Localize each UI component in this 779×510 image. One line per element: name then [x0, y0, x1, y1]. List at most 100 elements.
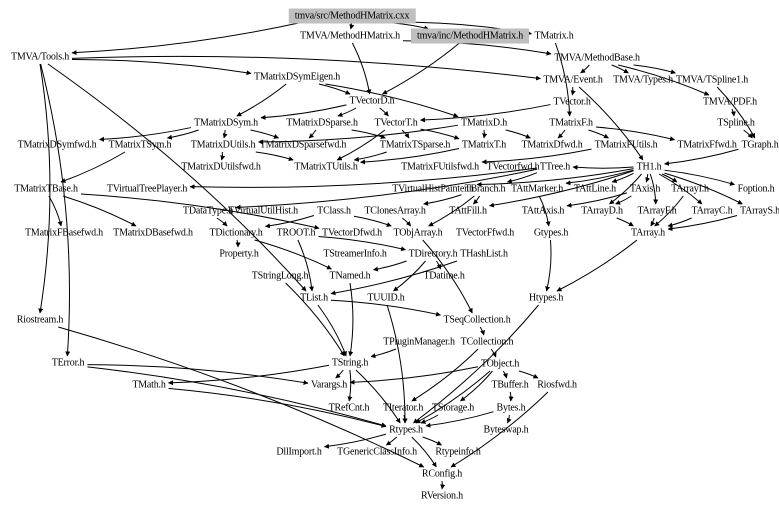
- node-inc[interactable]: tmva/inc/MethodHMatrix.h: [410, 28, 530, 44]
- edge-taxis-to-attaxis: [566, 192, 628, 208]
- node-vtreeplayer[interactable]: TVirtualTreePlayer.h: [106, 183, 188, 195]
- node-titerator[interactable]: TIterator.h: [382, 402, 424, 414]
- node-tdatatype[interactable]: TDataType.h: [182, 205, 234, 217]
- node-streamerinfo[interactable]: TStreamerInfo.h: [323, 248, 387, 260]
- node-bytes[interactable]: Bytes.h: [496, 402, 526, 414]
- node-trefcnt[interactable]: TRefCnt.h: [328, 402, 370, 414]
- node-tstorage[interactable]: TStorage.h: [431, 402, 475, 414]
- node-varargs[interactable]: Varargs.h: [310, 379, 348, 391]
- node-attfill[interactable]: TAttFill.h: [449, 205, 487, 217]
- node-dutilsfwd[interactable]: TMatrixDUtilsfwd.h: [181, 161, 261, 173]
- edge-th1-to-tarrayc: [658, 173, 703, 205]
- node-thashlist[interactable]: THashList.h: [460, 248, 508, 260]
- node-tuuid[interactable]: TUUID.h: [367, 292, 405, 304]
- node-src[interactable]: tmva/src/MethodHMatrix.cxx: [288, 8, 416, 24]
- node-tmath[interactable]: TMath.h: [132, 379, 166, 391]
- node-tbranch[interactable]: TBranch.h: [464, 183, 506, 195]
- node-htypes[interactable]: Htypes.h: [528, 292, 564, 304]
- node-tarrayd[interactable]: TArrayD.h: [581, 205, 623, 217]
- node-tmt[interactable]: TMatrixT.h: [461, 139, 507, 151]
- node-terror[interactable]: TError.h: [51, 357, 85, 369]
- node-pdf[interactable]: TMVA/PDF.h: [703, 96, 757, 108]
- node-tarrayi[interactable]: TArrayI.h: [671, 183, 709, 195]
- node-rtypes[interactable]: Rtypes.h: [389, 424, 423, 436]
- node-attline[interactable]: TAttLine.h: [574, 183, 616, 195]
- node-tutils[interactable]: TMatrixTUtils.h: [294, 161, 358, 173]
- node-mhm[interactable]: TMVA/MethodHMatrix.h: [300, 30, 400, 42]
- node-foption[interactable]: Foption.h: [737, 183, 775, 195]
- node-ttree[interactable]: TTree.h: [539, 161, 571, 173]
- node-riosfwd[interactable]: Riosfwd.h: [537, 379, 577, 391]
- node-dfwd[interactable]: TMatrixDfwd.h: [521, 139, 583, 151]
- node-property[interactable]: Property.h: [219, 248, 259, 260]
- node-tdirectory[interactable]: TDirectory.h: [408, 248, 458, 260]
- node-types[interactable]: TMVA/Types.h: [613, 74, 673, 86]
- node-tvectord[interactable]: TVectorD.h: [349, 95, 395, 107]
- node-tobjarray[interactable]: TObjArray.h: [393, 227, 443, 239]
- node-tarray[interactable]: TArray.h: [631, 227, 665, 239]
- node-rversion[interactable]: RVersion.h: [421, 490, 463, 502]
- node-byteswap[interactable]: Byteswap.h: [483, 424, 529, 436]
- node-event[interactable]: TMVA/Event.h: [543, 74, 603, 86]
- node-tpluginmgr[interactable]: TPluginManager.h: [383, 336, 455, 348]
- node-tvector[interactable]: TVector.h: [553, 96, 591, 108]
- node-vffwd[interactable]: TVectorFfwd.h: [455, 227, 515, 239]
- node-tsparse[interactable]: TMatrixTSparse.h: [379, 139, 451, 151]
- node-tmf[interactable]: TMatrixF.h: [549, 117, 593, 129]
- node-dbasefwd[interactable]: TMatrixDBasefwd.h: [113, 227, 193, 239]
- node-rconfig[interactable]: RConfig.h: [421, 468, 463, 480]
- node-taxis[interactable]: TAxis.h: [629, 183, 661, 195]
- edge-tpluginmgr-to-tstring: [370, 348, 397, 359]
- node-rtypeinfo[interactable]: Rtypeinfo.h: [435, 446, 481, 458]
- node-tarrayf[interactable]: TArrayF.h: [637, 205, 677, 217]
- node-tbuffer[interactable]: TBuffer.h: [491, 379, 529, 391]
- edge-tbase-to-fbasefwd: [48, 195, 63, 227]
- node-fbasefwd[interactable]: TMatrixFBasefwd.h: [25, 227, 103, 239]
- node-dsparsefwd[interactable]: TMatrixDSparsefwd.h: [259, 139, 347, 151]
- node-tstring[interactable]: TString.h: [331, 357, 369, 369]
- node-tbase[interactable]: TMatrixTBase.h: [14, 183, 78, 195]
- node-ffwd[interactable]: TMatrixFfwd.h: [677, 139, 737, 151]
- node-tarrays[interactable]: TArrayS.h: [740, 205, 779, 217]
- node-tools[interactable]: TMVA/Tools.h: [10, 51, 70, 63]
- node-dsym[interactable]: TMatrixDSym.h: [194, 117, 258, 129]
- node-dllimport[interactable]: DllImport.h: [276, 446, 322, 458]
- node-dsparse[interactable]: TMatrixDSparse.h: [286, 117, 358, 129]
- node-futilsfwd[interactable]: TMatrixFUtilsfwd.h: [401, 161, 479, 173]
- node-attmarker[interactable]: TAttMarker.h: [510, 183, 564, 195]
- node-th1[interactable]: TH1.h: [636, 161, 662, 173]
- node-troot[interactable]: TROOT.h: [276, 227, 316, 239]
- node-tseqcoll[interactable]: TSeqCollection.h: [443, 314, 511, 326]
- node-tmd[interactable]: TMatrixD.h: [460, 117, 508, 129]
- node-tnamed[interactable]: TNamed.h: [329, 270, 371, 282]
- node-vdfwd[interactable]: TVectorDfwd.h: [322, 227, 382, 239]
- node-attaxis[interactable]: TAttAxis.h: [521, 205, 565, 217]
- node-tlist[interactable]: TList.h: [300, 292, 328, 304]
- node-dutils[interactable]: TMatrixDUtils.h: [190, 139, 256, 151]
- node-gtypes[interactable]: Gtypes.h: [533, 227, 569, 239]
- node-tspline1[interactable]: TMVA/TSpline1.h: [675, 74, 749, 86]
- node-dsymeig[interactable]: TMatrixDSymEigen.h: [253, 71, 341, 83]
- node-tdict[interactable]: TDictionary.h: [209, 227, 263, 239]
- node-vhistpainter[interactable]: TVirtualHistPainter.h: [392, 183, 474, 195]
- node-tvectort[interactable]: TVectorT.h: [374, 117, 418, 129]
- node-tspline[interactable]: TSpline.h: [717, 117, 755, 129]
- node-dsymfwd[interactable]: TMatrixDSymfwd.h: [17, 139, 97, 151]
- node-tstringlong[interactable]: TStringLong.h: [251, 270, 309, 282]
- node-riostream[interactable]: Riostream.h: [16, 314, 64, 326]
- node-tclass[interactable]: TClass.h: [317, 205, 351, 217]
- node-tdatime[interactable]: TDatime.h: [423, 270, 465, 282]
- node-tgenericci[interactable]: TGenericClassInfo.h: [337, 446, 417, 458]
- node-tgraph[interactable]: TGraph.h: [741, 139, 779, 151]
- edge-th1-to-attfill: [489, 170, 634, 208]
- node-tsym[interactable]: TMatrixTSym.h: [108, 139, 172, 151]
- node-tvectorfwd[interactable]: TVectorfwd.h: [486, 161, 540, 173]
- node-tmatrix[interactable]: TMatrix.h: [534, 30, 574, 42]
- node-tcollection[interactable]: TCollection.h: [460, 336, 514, 348]
- node-tclones[interactable]: TClonesArray.h: [364, 205, 426, 217]
- node-futils[interactable]: TMatrixFUtils.h: [594, 139, 658, 151]
- node-mbase[interactable]: TMVA/MethodBase.h: [554, 52, 640, 64]
- node-tobject[interactable]: TObject.h: [480, 358, 520, 370]
- node-tarrayc[interactable]: TArrayC.h: [691, 205, 733, 217]
- node-vutilhist[interactable]: TVirtualUtilHist.h: [228, 205, 298, 217]
